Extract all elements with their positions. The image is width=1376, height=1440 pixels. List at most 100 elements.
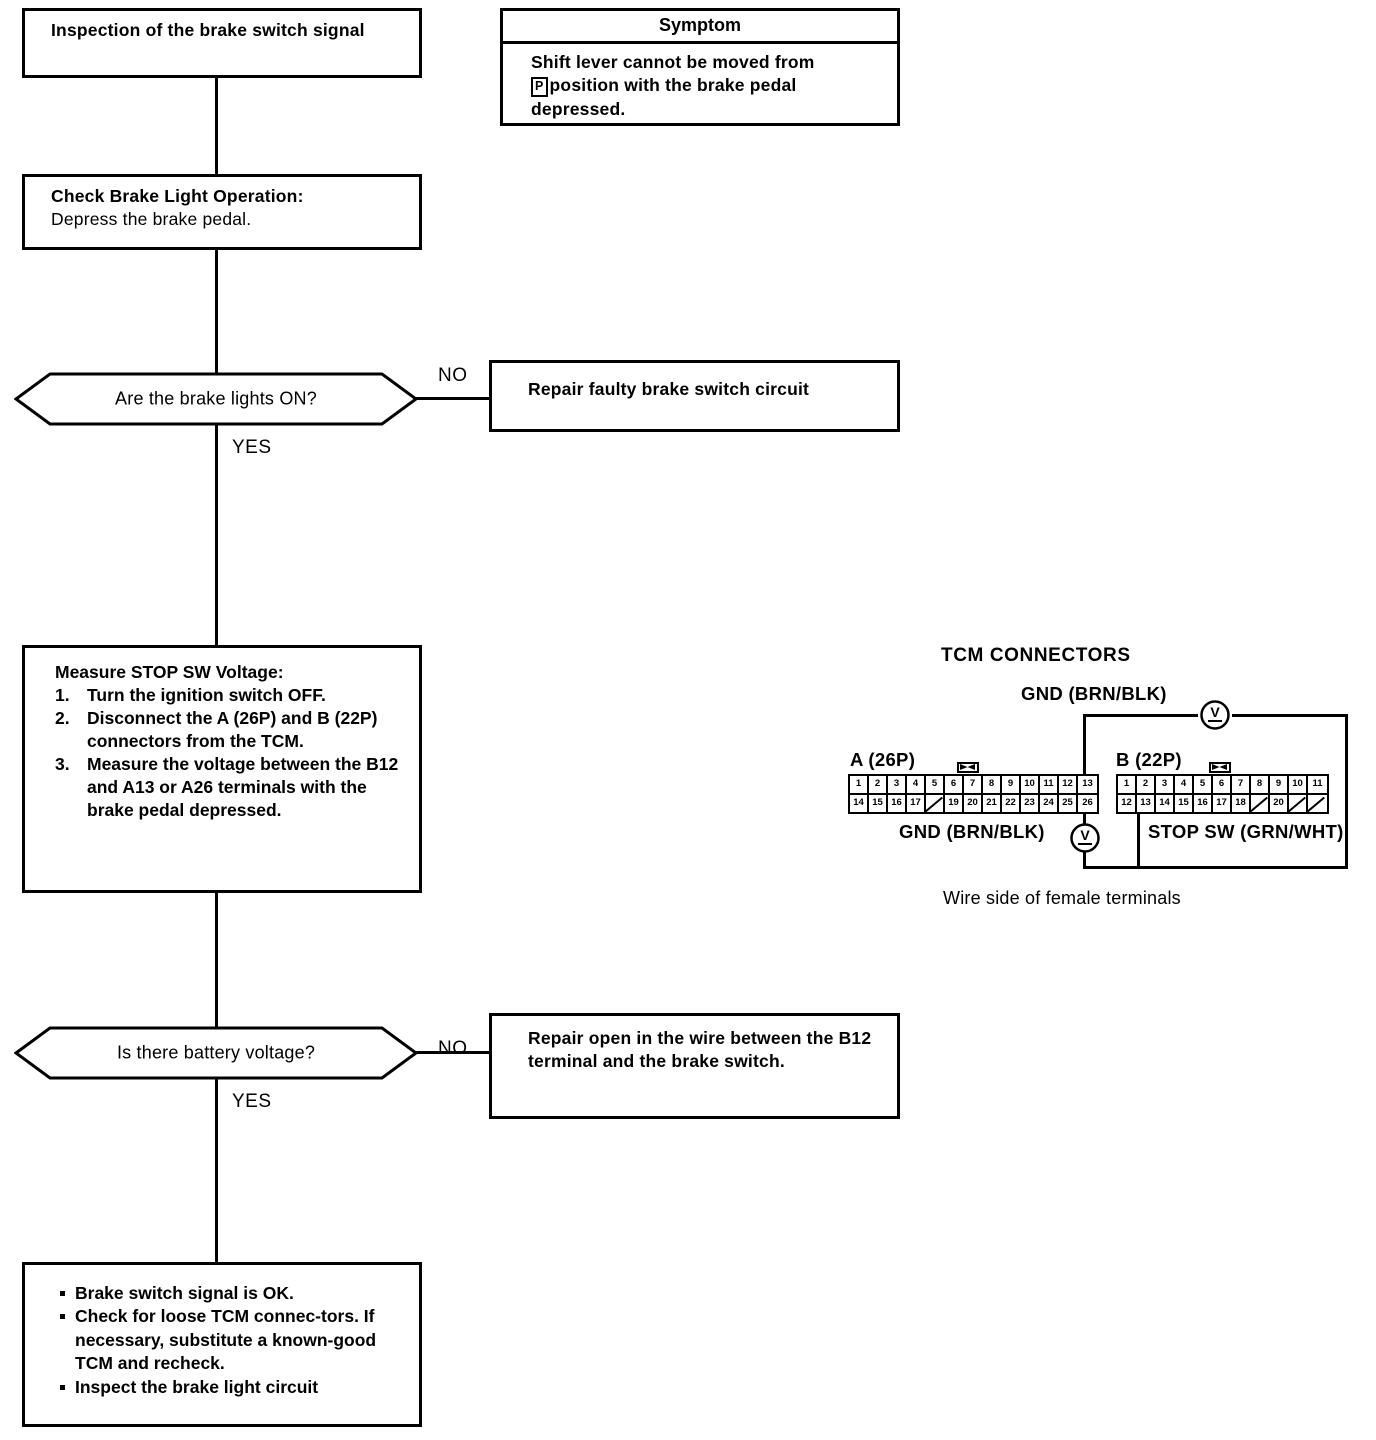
- decision1-label: Are the brake lights ON?: [115, 388, 317, 409]
- connector-a-tab-icon: [957, 762, 979, 773]
- gnd-top-label: GND (BRN/BLK): [1021, 683, 1167, 704]
- pin-b13: 13: [1137, 795, 1156, 812]
- pin-b-blank-22: [1308, 795, 1327, 812]
- pin-a22: 22: [1002, 795, 1021, 812]
- pin-a7: 7: [964, 776, 983, 793]
- wire-side-caption: Wire side of female terminals: [943, 888, 1181, 908]
- wire-a-lower-to-bottom: [1083, 852, 1086, 869]
- pin-b2: 2: [1137, 776, 1156, 793]
- connector-b-top-row: 1 2 3 4 5 6 7 8 9 10 11: [1118, 776, 1327, 795]
- gnd-bottom-label: GND (BRN/BLK): [899, 821, 1045, 842]
- repair-open-wire-box: Repair open in the wire between the B12 …: [489, 1013, 900, 1119]
- connector-a-label: A (26P): [850, 749, 916, 770]
- wire-a-gnd-vertical: [1083, 714, 1086, 814]
- pin-b10: 10: [1289, 776, 1308, 793]
- connector-b-label: B (22P): [1116, 749, 1182, 770]
- decision-brake-lights-on: Are the brake lights ON?: [14, 371, 418, 427]
- symptom-box: Symptom Shift lever cannot be moved from…: [500, 8, 900, 126]
- pin-a11: 11: [1040, 776, 1059, 793]
- connector-a-grid: 1 2 3 4 5 6 7 8 9 10 11 12 13 14 15 16 1…: [848, 774, 1099, 814]
- final-bullet-list: Brake switch signal is OK. Check for loo…: [59, 1282, 401, 1399]
- pin-b-blank-19: [1251, 795, 1270, 812]
- measure-step-3-text: Measure the voltage between the B12 and …: [87, 754, 399, 821]
- final-bullet-1-text: Brake switch signal is OK.: [75, 1283, 294, 1303]
- pin-a9: 9: [1002, 776, 1021, 793]
- measure-step-2-number: 2.: [55, 708, 70, 729]
- repair1-text: Repair faulty brake switch circuit: [528, 379, 810, 399]
- measure-step-2: 2. Disconnect the A (26P) and B (22P) co…: [55, 707, 405, 753]
- measure-step-1: 1. Turn the ignition switch OFF.: [55, 684, 405, 707]
- check-box-title: Check Brake Light Operation:: [51, 186, 304, 206]
- pin-a10: 10: [1021, 776, 1040, 793]
- connector-b-bottom-row: 12 13 14 15 16 17 18 20: [1118, 795, 1327, 812]
- bullet-square-icon: [60, 1291, 65, 1296]
- pin-b18: 18: [1232, 795, 1251, 812]
- pin-a23: 23: [1021, 795, 1040, 812]
- wire-top-rail-right: [1232, 714, 1348, 717]
- measure-step-1-text: Turn the ignition switch OFF.: [87, 685, 326, 705]
- wire-stopsw-bottom-rail: [1137, 866, 1348, 869]
- connector-b-grid: 1 2 3 4 5 6 7 8 9 10 11 12 13 14 15 16 1…: [1116, 774, 1329, 814]
- flow-line-measure-to-decision2: [215, 893, 218, 1029]
- pin-b11: 11: [1312, 778, 1323, 789]
- flow-line-decision1-no: [416, 397, 502, 400]
- pin-a8: 8: [983, 776, 1002, 793]
- pin-a24: 24: [1040, 795, 1059, 812]
- symptom-line-1: Shift lever cannot be moved from: [531, 52, 815, 72]
- symptom-line-3: depressed.: [531, 98, 626, 119]
- pin-a25: 25: [1059, 795, 1078, 812]
- flow-line-decision1-yes: [215, 423, 218, 645]
- check-box-body: Depress the brake pedal.: [51, 208, 252, 229]
- connector-a-top-row: 1 2 3 4 5 6 7 8 9 10 11 12 13: [850, 776, 1097, 795]
- measure-step-1-number: 1.: [55, 685, 70, 705]
- svg-text:V: V: [1080, 827, 1090, 843]
- pin-b17: 17: [1213, 795, 1232, 812]
- pin-a4: 4: [907, 776, 926, 793]
- pin-b16: 16: [1194, 795, 1213, 812]
- final-bullet-2-text: Check for loose TCM connec-tors. If nece…: [75, 1306, 377, 1374]
- pin-a26: 26: [1082, 797, 1093, 808]
- pin-b8: 8: [1251, 776, 1270, 793]
- wire-stopsw-right-vertical: [1345, 714, 1348, 869]
- pin-a3: 3: [888, 776, 907, 793]
- pin-b15: 15: [1175, 795, 1194, 812]
- wire-a-lower-drop: [1083, 812, 1086, 826]
- voltmeter-bottom: V: [1069, 822, 1100, 853]
- pin-b4: 4: [1175, 776, 1194, 793]
- repair-brake-switch-circuit-box: Repair faulty brake switch circuit: [489, 360, 900, 432]
- pin-b1: 1: [1118, 776, 1137, 793]
- final-bullet-1: Brake switch signal is OK.: [59, 1282, 401, 1305]
- flow-line-decision2-yes: [215, 1077, 218, 1262]
- repair2-text: Repair open in the wire between the B12 …: [528, 1028, 872, 1072]
- park-position-badge: P: [531, 77, 548, 97]
- pin-b9: 9: [1270, 776, 1289, 793]
- final-bullet-2: Check for loose TCM connec-tors. If nece…: [59, 1305, 401, 1375]
- pin-b5: 5: [1194, 776, 1213, 793]
- pin-a6: 6: [945, 776, 964, 793]
- pin-a13: 13: [1082, 778, 1093, 789]
- flow-line-decision2-no: [416, 1051, 502, 1054]
- symptom-header: Symptom: [503, 11, 897, 44]
- pin-a2: 2: [869, 776, 888, 793]
- pin-a-blank-18: [926, 795, 945, 812]
- pin-b12: 12: [1118, 795, 1137, 812]
- pin-a14: 14: [850, 795, 869, 812]
- pin-a21: 21: [983, 795, 1002, 812]
- pin-b-blank-21: [1289, 795, 1308, 812]
- decision2-label: Is there battery voltage?: [116, 1042, 316, 1063]
- flow-line-check-to-decision1: [215, 250, 218, 375]
- pin-b20: 20: [1270, 795, 1289, 812]
- measure-step-2-text: Disconnect the A (26P) and B (22P) conne…: [87, 708, 378, 752]
- decision2-yes-label: YES: [232, 1091, 272, 1112]
- pin-b3: 3: [1156, 776, 1175, 793]
- bullet-square-icon: [60, 1384, 65, 1390]
- pin-a20: 20: [964, 795, 983, 812]
- measure-stop-sw-voltage-box: Measure STOP SW Voltage: 1. Turn the ign…: [22, 645, 422, 893]
- pin-a16: 16: [888, 795, 907, 812]
- final-result-box: Brake switch signal is OK. Check for loo…: [22, 1262, 422, 1427]
- connector-b-tab-icon: [1209, 762, 1231, 773]
- final-bullet-3-text: Inspect the brake light circuit: [75, 1376, 319, 1397]
- pin-b6: 6: [1213, 776, 1232, 793]
